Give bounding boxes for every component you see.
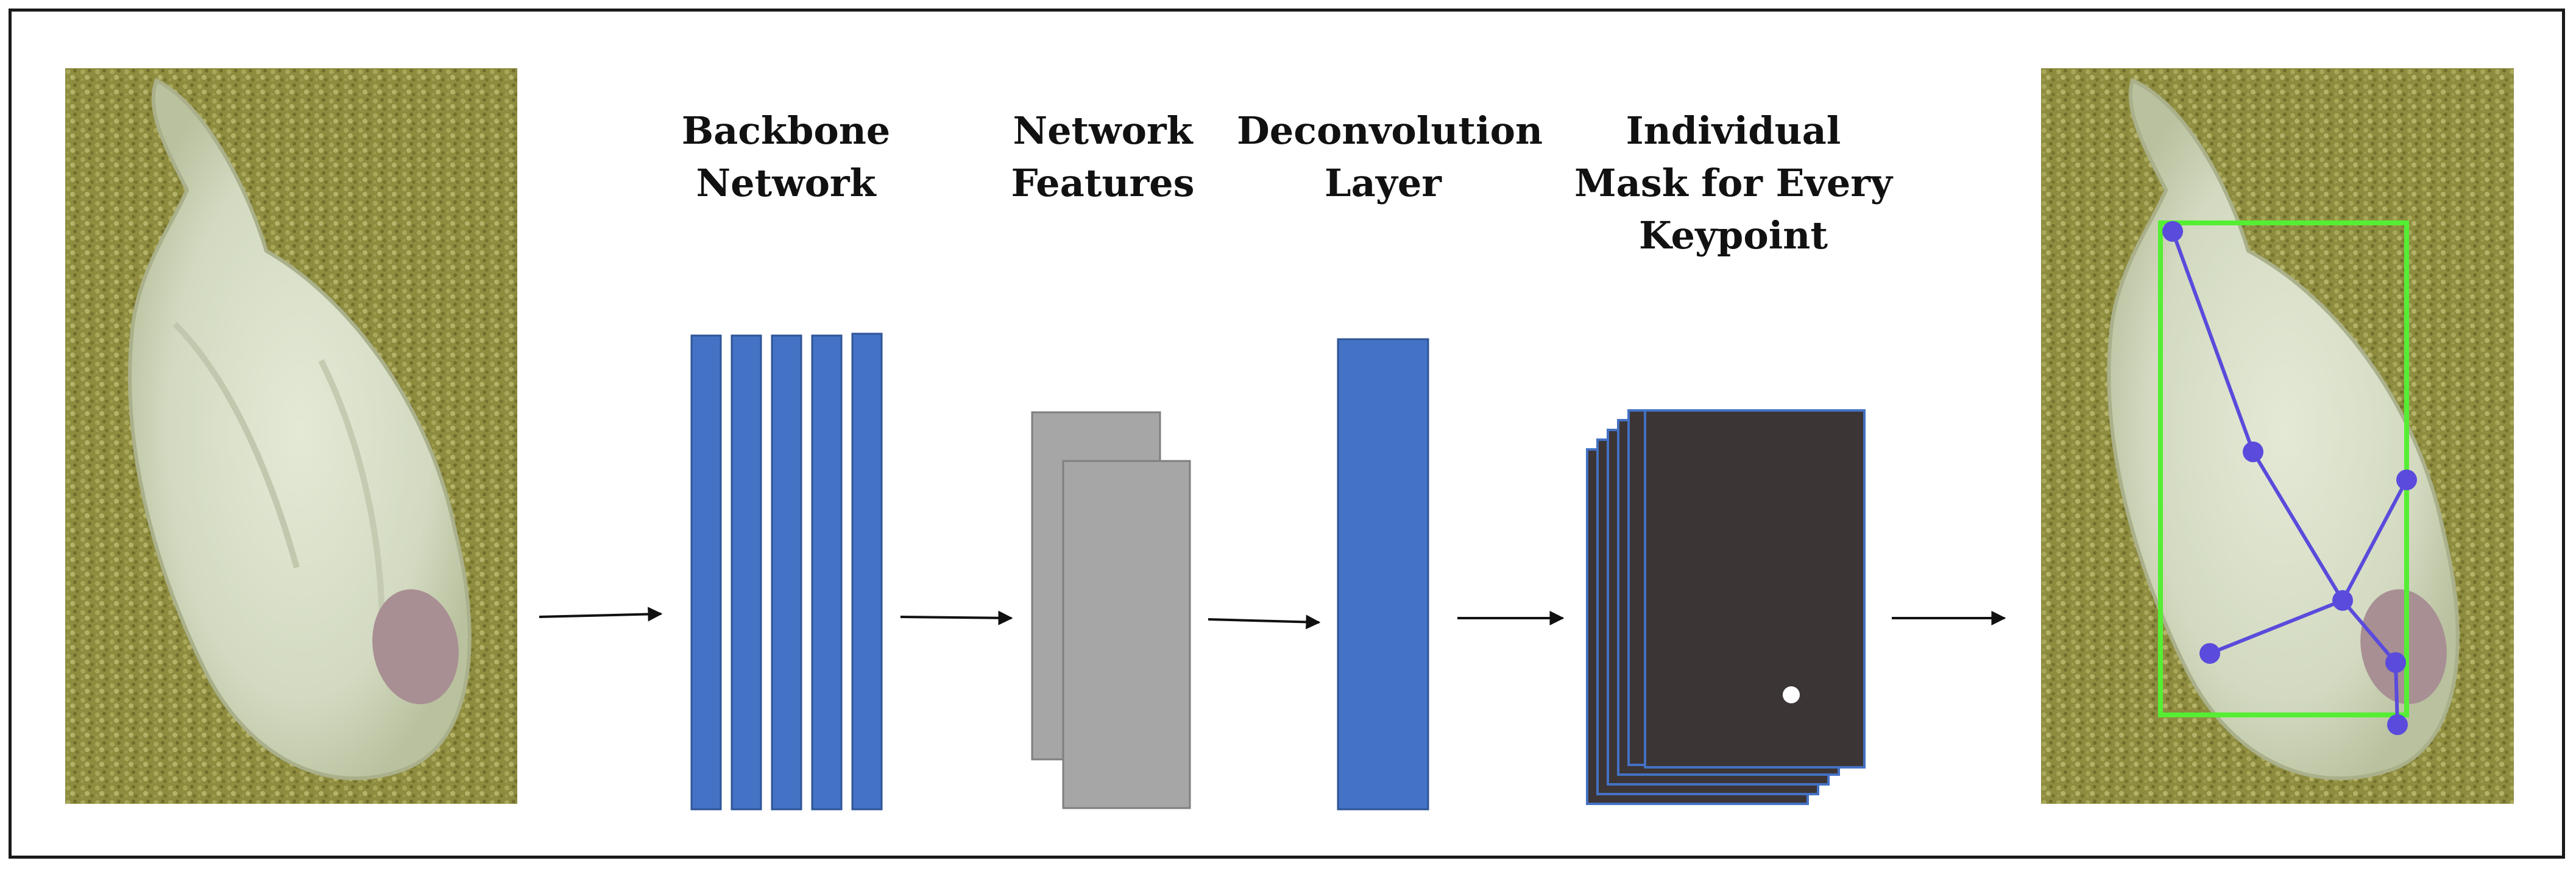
mask-label: Individual Mask for Every Keypoint (1572, 105, 1895, 262)
keypoint-mask-stack (1586, 409, 1866, 805)
skeleton-edge (2341, 479, 2408, 602)
skeleton-edge (2209, 599, 2344, 655)
skeleton-edge (2341, 599, 2397, 664)
backbone-layer (771, 334, 802, 811)
keypoint (2396, 470, 2417, 490)
keypoint (2162, 221, 2183, 242)
keypoint-dot (1783, 686, 1800, 703)
feature-map-front (1062, 460, 1191, 809)
backbone-layer (690, 334, 722, 811)
deconvolution-label-line-1: Deconvolution (1237, 108, 1543, 153)
output-chicken-image (2041, 68, 2514, 804)
arrow-input-to-backbone (539, 607, 663, 622)
deconvolution-label: Deconvolution Layer (1237, 105, 1543, 209)
arrow-features-to-deconv (1208, 614, 1321, 630)
backbone-layer (851, 332, 883, 811)
input-chicken-image (65, 68, 517, 804)
arrow-backbone-to-features (900, 610, 1013, 625)
chicken-photo-icon (65, 68, 517, 804)
skeleton-edge (2171, 230, 2255, 453)
bounding-box (2158, 220, 2409, 717)
keypoint-overlay (2158, 220, 2417, 735)
backbone-layer (731, 334, 762, 811)
backbone-network (690, 332, 883, 811)
backbone-layer (811, 334, 843, 811)
keypoint (2332, 590, 2353, 611)
keypoint (2385, 652, 2406, 673)
deconvolution-label-line-2: Layer (1325, 161, 1442, 205)
network-features (1031, 411, 1191, 809)
keypoint (2387, 714, 2408, 735)
mask-label-line-3: Keypoint (1639, 213, 1828, 258)
figure-frame (9, 9, 2565, 859)
backbone-label-line-2: Network (696, 161, 876, 205)
skeleton-edge (2394, 662, 2399, 725)
backbone-label-line-1: Backbone (681, 108, 891, 153)
features-label-line-2: Features (1011, 161, 1195, 205)
features-label: Network Features (990, 105, 1215, 209)
deconvolution-layer (1337, 338, 1429, 811)
features-label-line-1: Network (1013, 108, 1193, 153)
keypoint (2243, 442, 2263, 462)
mask-sheet-front (1644, 409, 1866, 769)
backbone-label: Backbone Network (664, 105, 908, 209)
mask-label-line-2: Mask for Every (1574, 161, 1892, 205)
mask-label-line-1: Individual (1626, 108, 1841, 153)
chicken-photo-with-keypoints-icon (2041, 68, 2514, 804)
keypoint (2199, 643, 2220, 664)
skeleton-edge (2251, 451, 2344, 602)
